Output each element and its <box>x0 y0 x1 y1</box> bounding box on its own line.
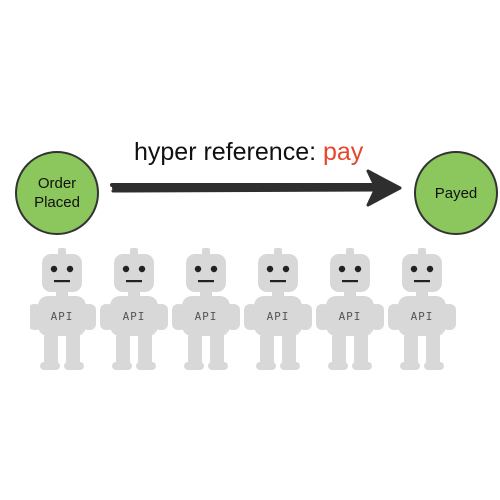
state-order-placed: Order Placed <box>15 151 99 235</box>
robot-leg-right <box>282 332 296 368</box>
robot-leg-left <box>44 332 58 368</box>
robot-body <box>254 296 302 336</box>
api-robot: API <box>30 248 96 370</box>
robot-eye <box>50 265 58 273</box>
robot-foot-right <box>424 362 444 370</box>
robot-leg-left <box>404 332 418 368</box>
robot-head <box>402 254 442 292</box>
state-order-placed-line2: Placed <box>34 194 80 211</box>
robot-label: API <box>123 310 146 323</box>
api-robots-row: API API API API API API <box>30 248 456 370</box>
robot-neck <box>344 291 356 297</box>
robot-leg-left <box>116 332 130 368</box>
robot-foot-right <box>352 362 372 370</box>
robot-foot-right <box>208 362 228 370</box>
robot-eye <box>426 265 434 273</box>
robot-foot-left <box>328 362 348 370</box>
robot-head <box>186 254 226 292</box>
robot-mouth <box>414 280 430 283</box>
robot-foot-left <box>256 362 276 370</box>
arrow-shaft-stroke-3 <box>111 188 382 193</box>
api-robot: API <box>100 248 168 370</box>
state-order-placed-line1: Order <box>37 175 77 192</box>
robot-eye <box>122 265 130 273</box>
transition-arrow <box>110 169 402 207</box>
api-robot: API <box>172 248 240 370</box>
robot-leg-left <box>188 332 202 368</box>
robot-label: API <box>51 310 74 323</box>
robot-eye <box>138 265 146 273</box>
robot-foot-right <box>136 362 156 370</box>
arrow-shaft <box>110 183 386 193</box>
robot-head <box>42 254 82 292</box>
robot-eye <box>354 265 362 273</box>
robot-foot-right <box>280 362 300 370</box>
robot-eye <box>210 265 218 273</box>
robot-leg-right <box>426 332 440 368</box>
robot-leg-right <box>138 332 152 368</box>
robot-eye <box>410 265 418 273</box>
robot-foot-left <box>400 362 420 370</box>
robot-mouth <box>342 280 358 283</box>
robot-neck <box>416 291 428 297</box>
robot-leg-right <box>66 332 80 368</box>
robot-mouth <box>198 280 214 283</box>
robot-foot-left <box>40 362 60 370</box>
robot-label: API <box>411 310 434 323</box>
robot-leg-left <box>260 332 274 368</box>
hyper-reference-prefix: hyper reference: <box>134 138 323 166</box>
state-payed: Payed <box>414 151 498 235</box>
robot-foot-right <box>64 362 84 370</box>
robot-mouth <box>270 280 286 283</box>
robot-foot-left <box>184 362 204 370</box>
robot-label: API <box>267 310 290 323</box>
robot-body <box>38 296 86 336</box>
robot-leg-right <box>354 332 368 368</box>
robot-label: API <box>339 310 362 323</box>
robot-body <box>110 296 158 336</box>
robot-leg-left <box>332 332 346 368</box>
robot-foot-left <box>112 362 132 370</box>
hyper-reference-label: hyper reference: pay <box>134 138 363 167</box>
robot-eye <box>338 265 346 273</box>
api-robot: API <box>388 248 456 370</box>
state-payed-label: Payed <box>434 184 478 202</box>
robot-neck <box>200 291 212 297</box>
hyper-reference-rel: pay <box>323 138 364 166</box>
robot-eye <box>266 265 274 273</box>
robot-eye <box>194 265 202 273</box>
robot-eye <box>66 265 74 273</box>
api-robot: API <box>316 248 384 370</box>
arrow-head <box>366 169 402 207</box>
robot-neck <box>56 291 68 297</box>
robot-head <box>330 254 370 292</box>
robot-mouth <box>54 280 70 283</box>
robot-neck <box>128 291 140 297</box>
robot-eye <box>282 265 290 273</box>
robot-body <box>398 296 446 336</box>
api-robot: API <box>244 248 312 370</box>
robot-neck <box>272 291 284 297</box>
robot-mouth <box>126 280 142 283</box>
robot-head <box>114 254 154 292</box>
robot-body <box>182 296 230 336</box>
robot-head <box>258 254 298 292</box>
robot-label: API <box>195 310 218 323</box>
robot-leg-right <box>210 332 224 368</box>
robot-body <box>326 296 374 336</box>
